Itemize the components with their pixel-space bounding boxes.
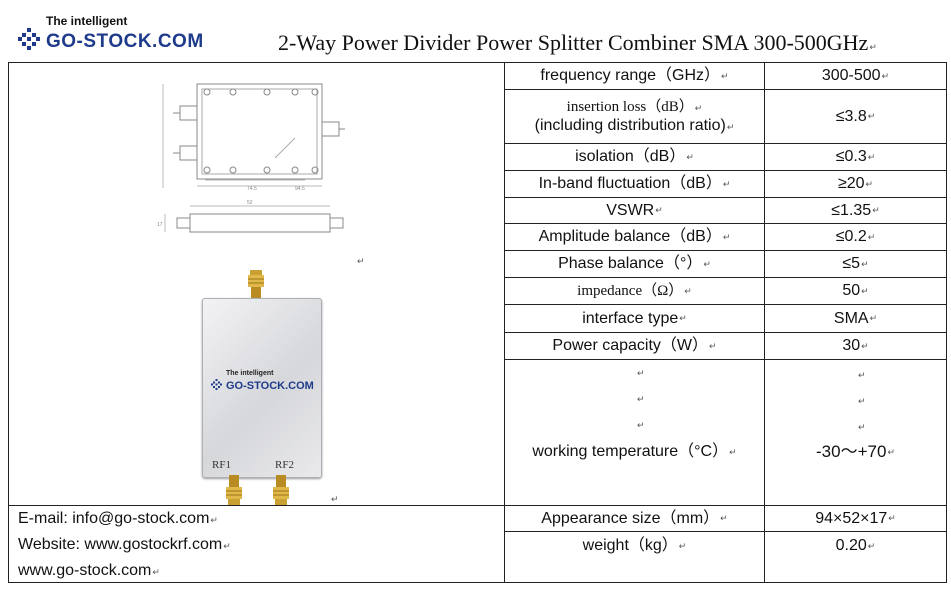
logo[interactable]: The intelligent GO-STOCK.COM <box>18 14 218 56</box>
spec-label-amplitude-balance: Amplitude balance（dB）↵ <box>538 228 731 246</box>
row-divider <box>504 223 947 224</box>
spec-label-working-temperature: working temperature（°C）↵ <box>532 443 737 461</box>
paragraph-mark: ↵ <box>357 256 365 266</box>
spec-label-isolation: isolation（dB）↵ <box>575 148 694 166</box>
drawing-dim: 52 <box>247 200 253 206</box>
spec-label-inband-fluctuation: In-band fluctuation（dB）↵ <box>538 175 731 193</box>
contact-site[interactable]: www.go-stock.com↵ <box>18 562 160 579</box>
paragraph-mark: ↵ <box>331 494 339 504</box>
contact-website[interactable]: Website: www.gostockrf.com↵ <box>18 536 231 553</box>
logo-dots-icon <box>211 379 222 390</box>
table-border-right <box>946 62 947 583</box>
spec-label-frequency: frequency range（GHz）↵ <box>540 67 729 85</box>
spec-value-working-temperature: -30～+70↵ <box>816 441 895 461</box>
page-title: 2-Way Power Divider Power Splitter Combi… <box>278 30 877 55</box>
port-label-rf2: RF2 <box>275 459 294 471</box>
column-divider-1 <box>504 62 505 583</box>
row-divider <box>504 197 947 198</box>
row-divider <box>504 170 947 171</box>
spec-label-weight: weight（kg）↵ <box>582 537 687 555</box>
row-divider <box>504 89 947 90</box>
spec-label-phase-balance: Phase balance（°）↵ <box>558 255 711 273</box>
paragraph-mark: ↵ <box>858 370 866 380</box>
logo-brand: GO-STOCK.COM <box>46 31 204 52</box>
row-divider <box>504 332 947 333</box>
row-divider <box>504 143 947 144</box>
table-border-bottom <box>8 582 946 583</box>
spec-value-amplitude-balance: ≤0.2↵ <box>835 228 876 246</box>
spec-value-phase-balance: ≤5↵ <box>842 255 869 273</box>
spec-label-impedance: impedance（Ω）↵ <box>577 283 692 299</box>
row-divider <box>504 277 947 278</box>
contact-email[interactable]: E-mail: info@go-stock.com↵ <box>18 510 218 527</box>
row-divider <box>504 304 947 305</box>
paragraph-mark: ↵ <box>858 396 866 406</box>
sma-connector-icon <box>273 475 289 505</box>
spec-label-insertion-loss: insertion loss（dB）↵ (including distribut… <box>534 98 735 134</box>
sma-connector-icon <box>248 270 264 300</box>
product-logo-tagline: The intelligent <box>226 370 274 377</box>
spec-value-power-capacity: 30↵ <box>842 337 869 355</box>
logo-dots-icon <box>18 28 40 50</box>
technical-drawing: 94.5 74.5 52 17 <box>157 83 345 233</box>
spec-value-appearance-size: 94×52×17↵ <box>815 509 896 527</box>
paragraph-mark: ↵ <box>637 368 645 378</box>
row-divider-full <box>8 505 947 506</box>
paragraph-mark: ↵ <box>637 394 645 404</box>
product-logo-brand: GO-STOCK.COM <box>226 380 314 392</box>
spec-value-isolation: ≤0.3↵ <box>835 148 876 166</box>
row-divider <box>504 531 947 532</box>
spec-value-interface-type: SMA↵ <box>833 309 878 327</box>
spec-label-appearance-size: Appearance size（mm）↵ <box>541 509 728 527</box>
table-border-left <box>8 62 9 583</box>
logo-tagline: The intelligent <box>46 14 128 28</box>
spec-label-interface-type: interface type↵ <box>582 309 687 327</box>
drawing-dim: 74.5 <box>247 186 257 192</box>
column-divider-2 <box>764 62 765 583</box>
sma-connector-icon <box>226 475 242 505</box>
paragraph-mark: ↵ <box>637 420 645 430</box>
product-photo: The intelligent GO-STOCK.COM RF1 RF2 <box>195 270 330 505</box>
table-border-top <box>8 62 946 63</box>
drawing-dim: 94.5 <box>295 186 305 192</box>
product-body <box>202 298 322 478</box>
paragraph-mark: ↵ <box>858 422 866 432</box>
spec-value-frequency: 300-500↵ <box>821 67 890 85</box>
spec-value-insertion-loss: ≤3.8↵ <box>835 107 876 125</box>
row-divider <box>504 359 947 360</box>
spec-value-impedance: 50↵ <box>842 282 869 300</box>
row-divider <box>504 250 947 251</box>
port-label-rf1: RF1 <box>212 459 231 471</box>
spec-value-vswr: ≤1.35↵ <box>831 201 880 219</box>
spec-value-inband-fluctuation: ≥20↵ <box>837 175 874 193</box>
spec-value-weight: 0.20↵ <box>835 537 876 555</box>
drawing-dim: 17 <box>157 222 163 228</box>
spec-label-vswr: VSWR↵ <box>606 201 663 219</box>
spec-label-power-capacity: Power capacity（W）↵ <box>552 337 717 355</box>
